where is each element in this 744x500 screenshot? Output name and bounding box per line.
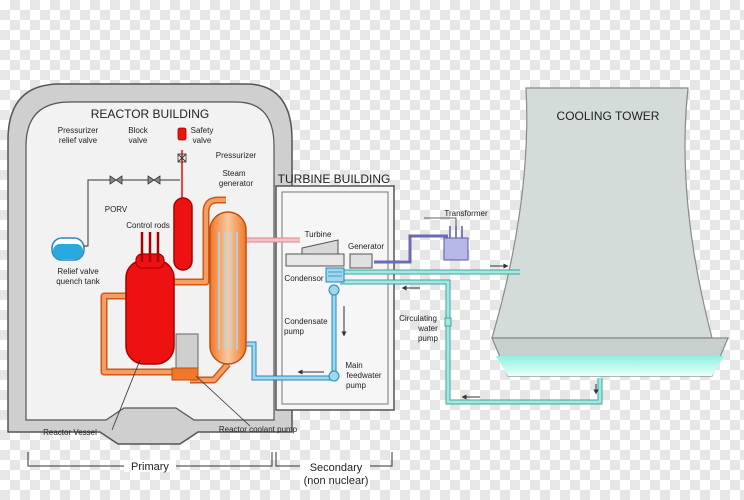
primary-label: Primary — [131, 461, 169, 473]
cooling-tower-label: COOLING TOWER — [557, 109, 660, 123]
condensor — [325, 267, 345, 283]
relief-tank-label-1: Relief valve — [57, 267, 99, 276]
generator — [349, 253, 373, 269]
safety-valve-icon — [177, 127, 187, 163]
relief-tank-label-2: quench tank — [56, 277, 101, 286]
secondary-label-1: Secondary — [310, 462, 363, 474]
control-rods-label: Control rods — [126, 221, 170, 230]
steam-generator — [209, 211, 247, 365]
circulating-pump-label-2: water — [417, 324, 438, 333]
reactor-vessel-label: Reactor Vessel — [43, 428, 97, 437]
turbine-label: Turbine — [305, 230, 332, 239]
condensate-pump — [328, 284, 340, 296]
condensate-pump-label-1: Condensate — [284, 317, 328, 326]
circulating-pump-label-1: Circulating — [399, 314, 437, 323]
block-valve-icon — [147, 175, 161, 185]
condensate-pump-label-2: pump — [284, 327, 305, 336]
power-line — [374, 234, 448, 264]
turbine — [285, 239, 345, 267]
circulating-water-pump — [444, 317, 452, 327]
relief-quench-tank — [51, 179, 180, 261]
coolant-pump-label: Reactor coolant pump — [219, 425, 298, 434]
circulating-pump-label-3: pump — [418, 334, 439, 343]
transformer — [424, 217, 469, 261]
pressurizer-label: Pressurizer — [216, 151, 257, 160]
generator-label: Generator — [348, 242, 384, 251]
transformer-label: Transformer — [444, 209, 488, 218]
pressurizer-relief-label-2: relief valve — [59, 136, 98, 145]
safety-valve-label-1: Safety — [191, 126, 214, 135]
turbine-building-label: TURBINE BUILDING — [278, 172, 391, 186]
condensor-label: Condensor — [284, 274, 323, 283]
safety-valve-label-2: valve — [193, 136, 212, 145]
feedwater-pump-label-3: pump — [346, 381, 367, 390]
reactor-coolant-pump — [171, 333, 199, 381]
pressurizer-relief-label-1: Pressurizer — [58, 126, 99, 135]
steam-generator-label-1: Steam — [222, 169, 245, 178]
porv-valve-icon — [109, 175, 123, 185]
block-valve-label-1: Block — [128, 126, 149, 135]
steam-generator-label-2: generator — [219, 179, 254, 188]
cooling-tower — [491, 87, 729, 377]
feedwater-pump-label-1: Main — [345, 361, 362, 370]
porv-label: PORV — [105, 205, 128, 214]
reactor-vessel — [125, 232, 175, 365]
cooling-water-pipes — [340, 263, 603, 405]
secondary-label-2: (non nuclear) — [304, 475, 369, 487]
main-feedwater-pump — [328, 370, 340, 382]
block-valve-label-2: valve — [129, 136, 148, 145]
feedwater-pump-label-2: feedwater — [346, 371, 381, 380]
reactor-building-label: REACTOR BUILDING — [91, 107, 209, 121]
feedwater-pipes — [244, 290, 347, 381]
pressurizer — [173, 197, 193, 271]
